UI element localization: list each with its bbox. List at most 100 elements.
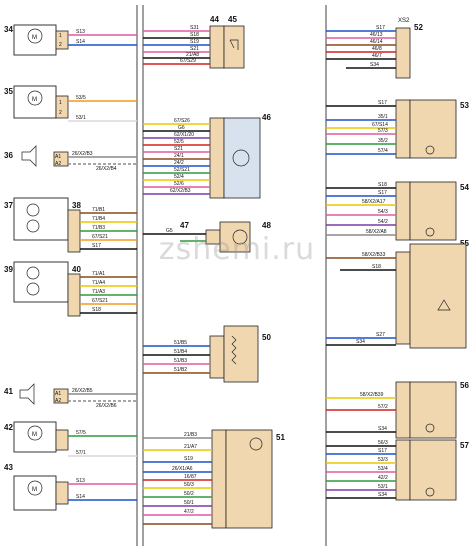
wire-label-x2b6: 26/X2/B6: [96, 403, 117, 409]
wire-label-s17b: S17: [376, 25, 385, 31]
wire-label-501: 50/1: [184, 500, 194, 506]
wire-label-525: 52/5: [174, 139, 184, 145]
wire-label-533: 53/3: [378, 457, 388, 463]
label-51: 51: [276, 433, 285, 442]
resistor-block-50: [223, 325, 259, 383]
wire-label-g5: G5: [166, 228, 173, 234]
connector-43: [55, 481, 69, 505]
wire-label-352: 35/2: [378, 138, 388, 144]
connector-36: [53, 151, 69, 167]
wire-label-58x2b33: 58/X2/B33: [362, 252, 386, 258]
connector-55: [395, 251, 411, 345]
motor-34-icon: [27, 28, 43, 44]
motor-43-m: M: [32, 487, 37, 493]
wire-label-x2b5: 26/X2/B5: [72, 388, 93, 394]
label-56: 56: [460, 381, 469, 390]
wire-label-52s21: 52/S21: [174, 167, 190, 173]
connector-41: [53, 388, 69, 404]
connector-52: [395, 27, 411, 79]
wire-label-x2b4: 26/X2/B4: [96, 166, 117, 172]
motor-42-icon: [27, 425, 43, 441]
connector-46: [209, 117, 225, 199]
wire-label-s18: S18: [92, 307, 101, 313]
lamp-56-icon: [425, 423, 435, 433]
connector-42: [55, 429, 69, 451]
wire-label-71b4: 71/B4: [92, 216, 105, 222]
wire-label-242: 24/2: [174, 160, 184, 166]
wire-label-g6: G6: [178, 125, 185, 131]
motor-35-icon: [27, 90, 43, 106]
label-46: 46: [262, 113, 271, 122]
connector-47: [205, 229, 221, 245]
wire-label-526: 52/6: [174, 181, 184, 187]
label-48: 48: [262, 221, 271, 230]
wire-label-572: 57/2: [378, 404, 388, 410]
wire-label-241: 24/1: [174, 153, 184, 159]
wire-label-71b1: 71/B1: [92, 207, 105, 213]
label-44: 44: [210, 15, 219, 24]
connector-40: [67, 273, 81, 317]
motor-42-m: M: [32, 432, 37, 438]
label-xs2: XS2: [398, 18, 410, 24]
wire-label-s14b: S14: [76, 494, 85, 500]
wire-label-422: 42/2: [378, 475, 388, 481]
label-57: 57: [460, 441, 469, 450]
control-51-transistor-icon: [249, 437, 263, 451]
connector-34: [55, 30, 69, 50]
wire-label-s19: S19: [190, 39, 199, 45]
wire-label-s18b: S18: [190, 32, 199, 38]
connector-51: [211, 429, 227, 529]
module-46-icon: [232, 149, 250, 167]
label-55: 55: [460, 239, 469, 248]
label-47: 47: [180, 221, 189, 230]
connector-35: [55, 95, 69, 119]
fan-48-icon: [232, 229, 248, 245]
wire-label-534: 53/4: [378, 466, 388, 472]
wire-label-543: 54/3: [378, 209, 388, 215]
wire-label-62x120: 62/X1/20: [174, 132, 194, 138]
motor-35-m: M: [32, 97, 37, 103]
lamp-53-icon: [425, 145, 435, 155]
wire-label-67s29: 67/S29: [180, 58, 196, 64]
wire-label-71a4: 71/A4: [92, 280, 105, 286]
wire-label-51b3: 51/B3: [174, 358, 187, 364]
wire-label-s18c: S18: [378, 182, 387, 188]
label-54: 54: [460, 183, 469, 192]
speaker-41-icon: [19, 383, 35, 405]
wire-label-s14: S14: [76, 39, 85, 45]
wire-label-71a3: 71/A3: [92, 289, 105, 295]
label-45: 45: [228, 15, 237, 24]
wire-label-472: 47/2: [184, 509, 194, 515]
c36-a1: A1: [55, 154, 61, 160]
wire-label-51b4: 51/B4: [174, 349, 187, 355]
module-46: [223, 117, 261, 199]
wire-label-524: 52/4: [174, 174, 184, 180]
wire-label-51b5: 51/B5: [174, 340, 187, 346]
wire-label-531: 53/1: [378, 484, 388, 490]
wire-label-s19b: S19: [184, 456, 193, 462]
control-51: [225, 429, 273, 529]
lamp-54-icon: [425, 227, 435, 237]
label-50: 50: [262, 333, 271, 342]
label-38: 38: [72, 201, 81, 210]
c35-pin1: 1: [59, 100, 62, 106]
wire-label-574: 57/4: [378, 148, 388, 154]
wire-label-71a1: 71/A1: [92, 271, 105, 277]
wire-label-s17d: S17: [378, 190, 387, 196]
wire-label-s13: S13: [76, 29, 85, 35]
wire-label-s13b: S13: [76, 478, 85, 484]
motor-39a-icon: [26, 266, 40, 280]
switch-45: [223, 25, 245, 69]
switch-45-icon: [229, 39, 239, 50]
diode-55-icon: [437, 299, 451, 311]
wire-label-21b3: 21/B3: [184, 432, 197, 438]
c34-pin2: 2: [59, 42, 62, 48]
label-37: 37: [4, 201, 13, 210]
wire-label-53-1: 53/1: [76, 115, 86, 121]
resistor-50-icon: [231, 335, 237, 365]
c36-a2: A2: [55, 161, 61, 167]
wire-label-s21: S21: [190, 46, 199, 52]
wire-label-58x2a17: 58/X2/A17: [362, 199, 386, 205]
label-35: 35: [4, 87, 13, 96]
wire-label-26x1a6: 26/X1/A6: [172, 466, 193, 472]
